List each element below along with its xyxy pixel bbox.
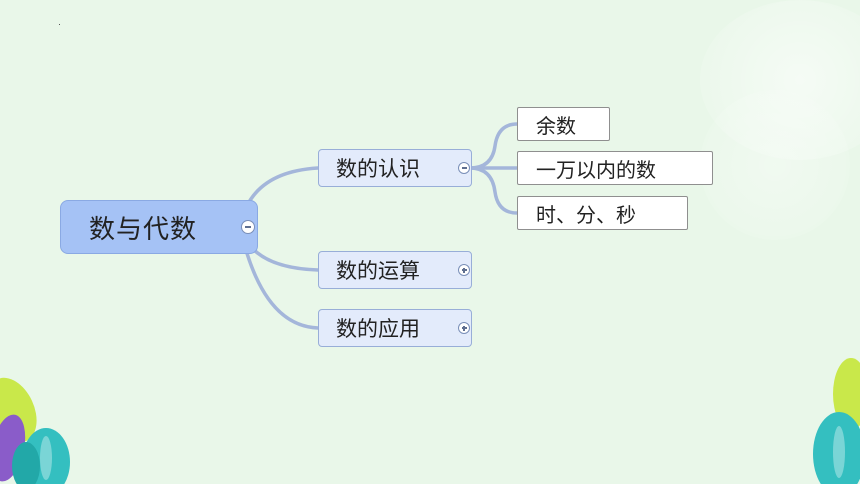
background-glow xyxy=(700,0,860,160)
connector-branch-1-to-leaf-3 xyxy=(468,166,519,215)
plant-decoration-left xyxy=(0,377,70,484)
expand-icon[interactable] xyxy=(458,264,470,276)
branch-node-label: 数的应用 xyxy=(336,317,420,341)
expand-icon[interactable] xyxy=(458,322,470,334)
leaf-node-time-units[interactable]: 时、分、秒 xyxy=(517,196,688,230)
branch-node-number-application[interactable]: 数的应用 xyxy=(318,309,472,347)
background-glow xyxy=(700,90,850,240)
stray-dot xyxy=(59,24,60,25)
leaf-node-numbers-within-ten-thousand[interactable]: 一万以内的数 xyxy=(517,151,713,185)
leaf-node-label: 一万以内的数 xyxy=(536,157,656,182)
collapse-icon[interactable] xyxy=(458,162,470,174)
branch-node-label: 数的认识 xyxy=(336,157,420,181)
collapse-icon[interactable] xyxy=(241,220,255,234)
branch-node-number-recognition[interactable]: 数的认识 xyxy=(318,149,472,187)
leaf-node-label: 时、分、秒 xyxy=(536,202,636,227)
plant-decoration-right xyxy=(813,358,860,484)
leaf-node-remainder[interactable]: 余数 xyxy=(517,107,610,141)
root-node-label: 数与代数 xyxy=(89,214,198,245)
branch-node-label: 数的运算 xyxy=(336,259,420,283)
branch-node-number-operations[interactable]: 数的运算 xyxy=(318,251,472,289)
leaf-node-label: 余数 xyxy=(536,113,576,138)
root-node[interactable]: 数与代数 xyxy=(60,200,258,254)
connector-branch-1-to-leaf-1 xyxy=(468,122,519,170)
